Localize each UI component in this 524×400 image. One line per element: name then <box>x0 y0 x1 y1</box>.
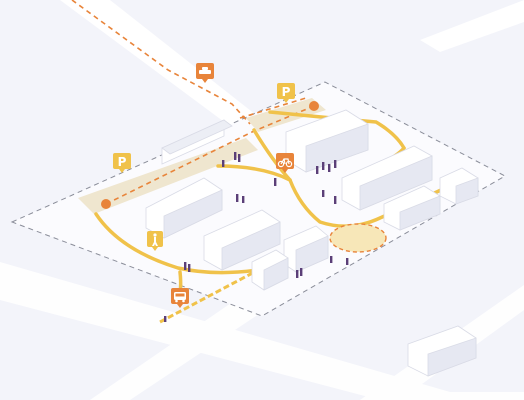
people <box>164 152 349 322</box>
bus-icon <box>174 292 186 303</box>
parking-pin-top: P <box>277 83 295 103</box>
access-route-top <box>71 0 251 125</box>
car-icon <box>199 67 211 74</box>
building-parking-shelter <box>161 119 233 165</box>
access-node-right <box>309 101 319 111</box>
building-east-corner <box>439 167 479 205</box>
pedestrian-pin <box>147 231 163 251</box>
car-pin <box>196 63 214 83</box>
pedestrian-paths <box>94 110 460 304</box>
parking-pin-left: P <box>113 153 131 173</box>
road-north <box>420 0 524 52</box>
buildings <box>145 109 479 377</box>
building-small-centre <box>283 225 329 273</box>
building-central <box>203 209 281 271</box>
parking-icon: P <box>118 155 127 169</box>
path-cross <box>252 128 292 182</box>
access-node-left <box>101 199 111 209</box>
building-east-long <box>341 145 433 211</box>
bicycle-pin <box>276 153 294 173</box>
bus-route <box>159 266 263 324</box>
building-outside-south-east <box>407 325 477 377</box>
road-diagonal-south <box>90 290 280 400</box>
building-east-pair <box>383 185 441 231</box>
gathering-area <box>329 223 387 253</box>
building-south <box>251 249 289 291</box>
building-west <box>145 177 223 239</box>
pedestrian-icon <box>152 233 158 246</box>
bus-pin <box>171 288 189 308</box>
bicycle-icon <box>277 158 293 168</box>
access-route-top-lane <box>239 97 307 119</box>
path-west-loop <box>94 212 260 275</box>
parking-icon: P <box>282 85 291 99</box>
